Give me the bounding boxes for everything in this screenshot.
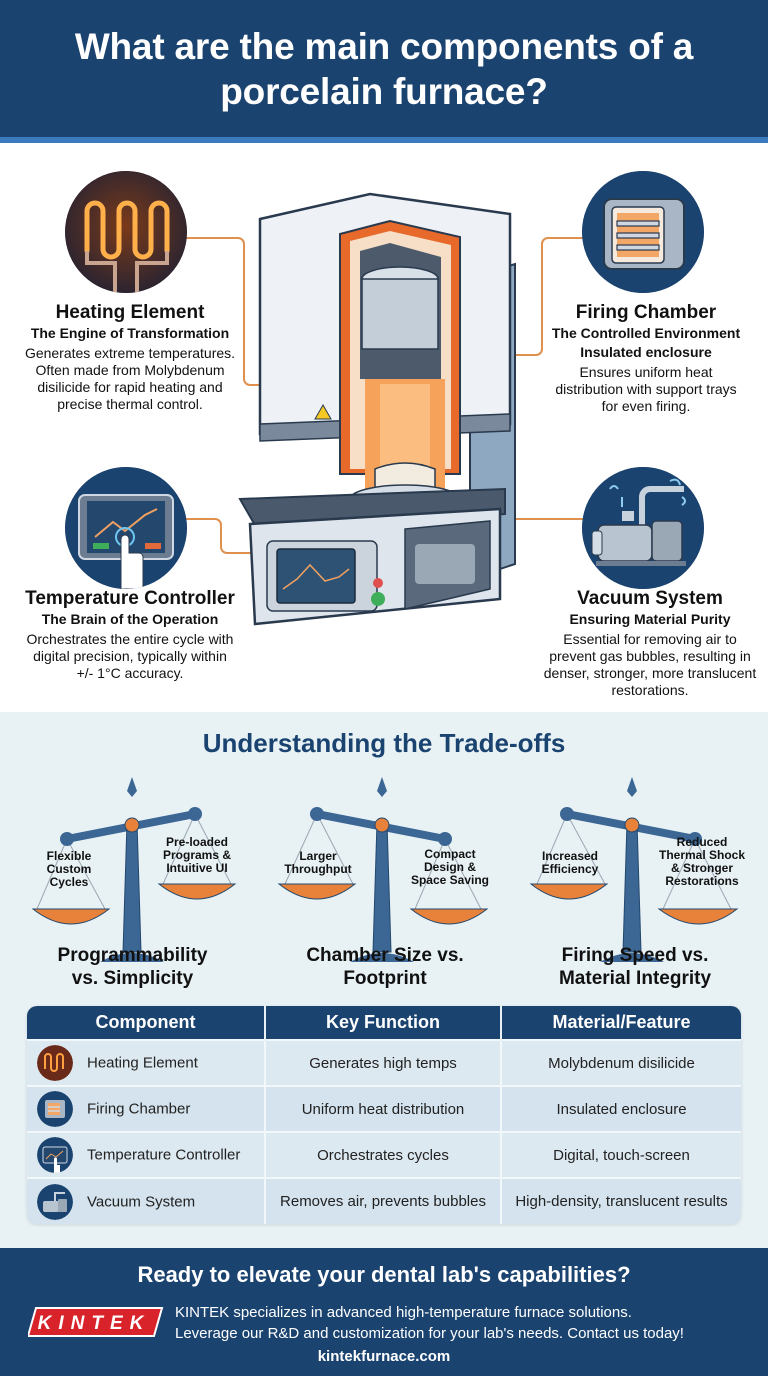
balance-scale-icon: [529, 777, 739, 962]
component-description: Generates extreme temperatures. Often ma…: [24, 345, 236, 412]
tradeoff-title-3: Firing Speed vs. Material Integrity: [558, 945, 712, 989]
tradeoff-scale-1: Flexible Custom Cycles Pre-loaded Progra…: [15, 762, 255, 962]
cell-component: Firing Chamber: [27, 1085, 266, 1132]
tradeoffs-title: Understanding the Trade-offs: [202, 728, 566, 758]
table-header-row: Component Key Function Material/Feature: [27, 1006, 741, 1040]
component-subtitle: The Controlled Environment: [551, 325, 741, 341]
components-table: Component Key Function Material/Feature …: [27, 1006, 741, 1224]
component-title: Firing Chamber: [575, 302, 717, 323]
cta-body: KINTEK specializes in advanced high-temp…: [175, 1302, 755, 1344]
cell-feature: Molybdenum disilicide: [501, 1039, 741, 1086]
cell-function: Orchestrates cycles: [265, 1131, 502, 1178]
vacuum-pump-icon: [37, 1183, 73, 1220]
cta-body-line2: Leverage our R&D and customization for y…: [175, 1325, 684, 1342]
component-subtitle: Ensuring Material Purity: [569, 611, 731, 627]
furnace-illustration: [238, 192, 516, 626]
firing-chamber-icon: [37, 1091, 73, 1127]
component-description: Essential for removing air to prevent ga…: [543, 631, 757, 698]
pan-label-left: Increased Efficiency: [541, 849, 599, 876]
svg-text:KINTEK: KINTEK: [38, 1313, 151, 1334]
component-firing-chamber: Firing Chamber The Controlled Environmen…: [535, 301, 757, 415]
table-row: Firing Chamber Uniform heat distribution…: [27, 1085, 741, 1132]
website-link[interactable]: kintekfurnace.com: [317, 1348, 451, 1365]
cell-function: Uniform heat distribution: [265, 1085, 502, 1132]
component-title: Temperature Controller: [25, 588, 235, 609]
component-title: Vacuum System: [577, 588, 723, 609]
component-description: Orchestrates the entire cycle with digit…: [26, 631, 234, 681]
pan-label-right: Pre-loaded Programs & Intuitive UI: [162, 835, 232, 875]
table-row: Temperature Controller Orchestrates cycl…: [27, 1131, 741, 1178]
vacuum-pump-icon: [582, 467, 704, 589]
pan-label-right: Compact Design & Space Saving: [410, 847, 490, 887]
cell-feature: Insulated enclosure: [501, 1085, 741, 1132]
tradeoffs-section: Understanding the Trade-offs Flexible Cu…: [0, 712, 768, 1248]
cta-body-line1: KINTEK specializes in advanced high-temp…: [175, 1304, 632, 1321]
component-description: Ensures uniform heat distribution with s…: [555, 364, 737, 414]
components-section: Heating Element The Engine of Transforma…: [0, 149, 768, 712]
tradeoff-title-2: Chamber Size vs. Footprint: [306, 945, 464, 989]
component-temperature-controller: Temperature Controller The Brain of the …: [8, 587, 252, 682]
pan-label-right: Reduced Thermal Shock & Stronger Restora…: [658, 835, 746, 888]
table-row: Heating Element Generates high temps Mol…: [27, 1039, 741, 1086]
cell-component: Vacuum System: [27, 1177, 266, 1224]
cta-title: Ready to elevate your dental lab's capab…: [137, 1262, 631, 1287]
firing-chamber-icon: [582, 171, 704, 293]
column-header-function: Key Function: [265, 1006, 502, 1040]
cell-function: Generates high temps: [265, 1039, 502, 1086]
table-row: Vacuum System Removes air, prevents bubb…: [27, 1177, 741, 1224]
heating-coil-icon: [65, 171, 187, 293]
heating-coil-icon: [37, 1045, 73, 1081]
component-vacuum-system: Vacuum System Ensuring Material Purity E…: [540, 587, 760, 699]
component-subtitle: The Engine of Transformation: [30, 325, 230, 341]
tradeoff-scale-2: Larger Throughput Compact Design & Space…: [265, 762, 505, 962]
cell-feature: Digital, touch-screen: [501, 1131, 741, 1178]
header-banner: What are the main components of a porcel…: [0, 0, 768, 143]
kintek-logo[interactable]: KINTEK: [28, 1306, 164, 1338]
cell-feature: High-density, translucent results: [501, 1177, 741, 1224]
page-title: What are the main components of a porcel…: [74, 25, 694, 112]
column-header-feature: Material/Feature: [501, 1006, 741, 1040]
component-heating-element: Heating Element The Engine of Transforma…: [10, 301, 250, 413]
tradeoff-title-1: Programmability vs. Simplicity: [57, 945, 208, 989]
component-subtitle: The Brain of the Operation: [41, 611, 219, 627]
component-subtitle-secondary: Insulated enclosure: [580, 344, 712, 360]
cell-component: Heating Element: [27, 1039, 266, 1086]
balance-scale-icon: [277, 777, 489, 962]
tradeoff-scale-3: Increased Efficiency Reduced Thermal Sho…: [515, 762, 755, 962]
cell-function: Removes air, prevents bubbles: [265, 1177, 502, 1224]
pan-label-left: Flexible Custom Cycles: [46, 849, 92, 889]
touchscreen-controller-icon: [37, 1137, 73, 1173]
touchscreen-controller-icon: [65, 467, 187, 589]
component-title: Heating Element: [55, 302, 205, 323]
column-header-component: Component: [27, 1006, 266, 1040]
footer-cta: Ready to elevate your dental lab's capab…: [0, 1248, 768, 1376]
balance-scale-icon: [31, 777, 237, 962]
cell-component: Temperature Controller: [27, 1131, 266, 1178]
pan-label-left: Larger Throughput: [284, 849, 352, 876]
